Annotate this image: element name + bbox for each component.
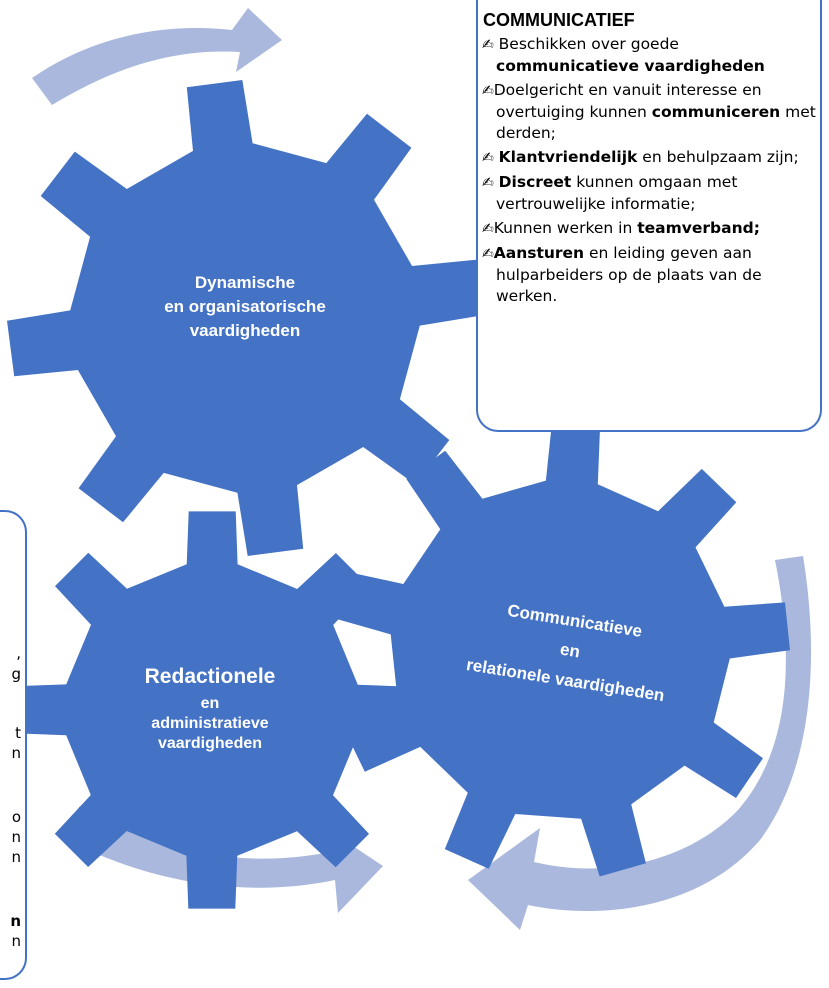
gear-dynamic-line: Dynamische xyxy=(194,273,296,292)
communicatief-item: ✍ Beschikken over goede communicatieve v… xyxy=(482,35,765,75)
gear-dynamic-label: Dynamische en organisatorische vaardighe… xyxy=(130,271,360,343)
writing-hand-icon: ✍ xyxy=(482,37,494,53)
arrow-right xyxy=(468,556,812,930)
left-fragment: n xyxy=(11,932,21,950)
gear-dynamic-line: vaardigheden xyxy=(189,321,301,340)
left-fragment: n xyxy=(11,848,21,866)
gear-redactional-line: vaardigheden xyxy=(157,735,263,752)
gear-redactional-line: administratieve xyxy=(151,715,269,732)
communicatief-item: ✍ Discreet kunnen omgaan met vertrouweli… xyxy=(482,173,738,213)
left-fragment: n xyxy=(11,828,21,846)
communicatief-box: COMMUNICATIEF ✍ Beschikken over goede co… xyxy=(476,0,822,432)
left-text-box: , g t n o n n n n xyxy=(0,510,27,980)
communicatief-item: ✍Aansturen en leiding geven aan hulparbe… xyxy=(482,244,762,305)
writing-hand-icon: ✍ xyxy=(482,175,494,191)
writing-hand-icon: ✍ xyxy=(482,150,494,166)
gear-redactional xyxy=(13,511,411,909)
writing-hand-icon: ✍ xyxy=(482,221,494,237)
gear-redactional-title: Redactionele xyxy=(144,665,276,688)
left-fragment: o xyxy=(11,808,21,826)
left-fragment: , xyxy=(16,644,21,662)
communicatief-item: ✍Kunnen werken in teamverband; xyxy=(482,219,760,237)
communicatief-item: ✍ Klantvriendelijk en behulpzaam zijn; xyxy=(482,148,799,166)
gear-redactional-line: en xyxy=(200,695,220,712)
arrow-top-left xyxy=(32,8,282,105)
writing-hand-icon: ✍ xyxy=(482,83,494,99)
communicatief-title: COMMUNICATIEF xyxy=(483,10,635,30)
gear-dynamic-line: en organisatorische xyxy=(164,297,326,316)
gear-dynamic xyxy=(7,80,483,556)
gear-communicative xyxy=(332,420,790,877)
gear-redactional-label: Redactionele en administratieve vaardigh… xyxy=(115,660,305,754)
left-fragment: n xyxy=(10,912,21,930)
communicatief-list: ✍ Beschikken over goede communicatieve v… xyxy=(482,34,820,310)
writing-hand-icon: ✍ xyxy=(482,246,494,262)
left-fragment: t xyxy=(15,724,21,742)
left-fragment: g xyxy=(11,665,21,683)
communicatief-item: ✍Doelgericht en vanuit interesse en over… xyxy=(482,81,816,142)
left-fragment: n xyxy=(11,744,21,762)
